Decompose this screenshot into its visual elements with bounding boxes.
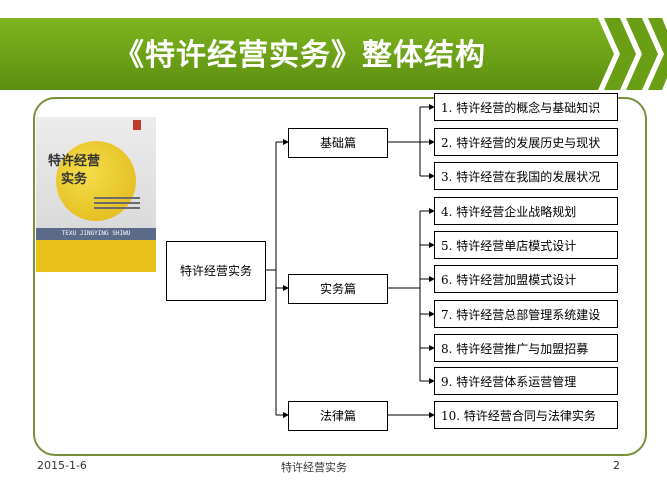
chapter-node: 10. 特许经营合同与法律实务: [434, 401, 618, 429]
chapter-node: 3. 特许经营在我国的发展状况: [434, 162, 618, 190]
chapter-node: 2. 特许经营的发展历史与现状: [434, 128, 618, 156]
slide-title: 《特许经营实务》整体结构: [114, 38, 486, 73]
chapter-node: 8. 特许经营推广与加盟招募: [434, 334, 618, 362]
section-node-basic: 基础篇: [288, 128, 388, 158]
book-title: 特许经营实务: [47, 154, 100, 187]
footer-title: 特许经营实务: [281, 461, 347, 474]
chapter-node: 1. 特许经营的概念与基础知识: [434, 93, 618, 121]
book-pinyin: TEXU JINGYING SHIWU: [36, 228, 156, 240]
chapter-node: 4. 特许经营企业战略规划: [434, 197, 618, 225]
section-node-practice: 实务篇: [288, 274, 388, 304]
section-node-law: 法律篇: [288, 401, 388, 431]
title-banner: [0, 18, 667, 90]
diagram-root-node: 特许经营实务: [166, 241, 266, 301]
chapter-node: 9. 特许经营体系运营管理: [434, 367, 618, 395]
chapter-node: 5. 特许经营单店模式设计: [434, 231, 618, 259]
book-cover-image: 特许经营实务 TEXU JINGYING SHIWU: [36, 117, 156, 272]
footer-page-number: 2: [613, 459, 620, 472]
chapter-node: 7. 特许经营总部管理系统建设: [434, 300, 618, 328]
footer-date: 2015-1-6: [37, 459, 87, 472]
chapter-node: 6. 特许经营加盟模式设计: [434, 265, 618, 293]
